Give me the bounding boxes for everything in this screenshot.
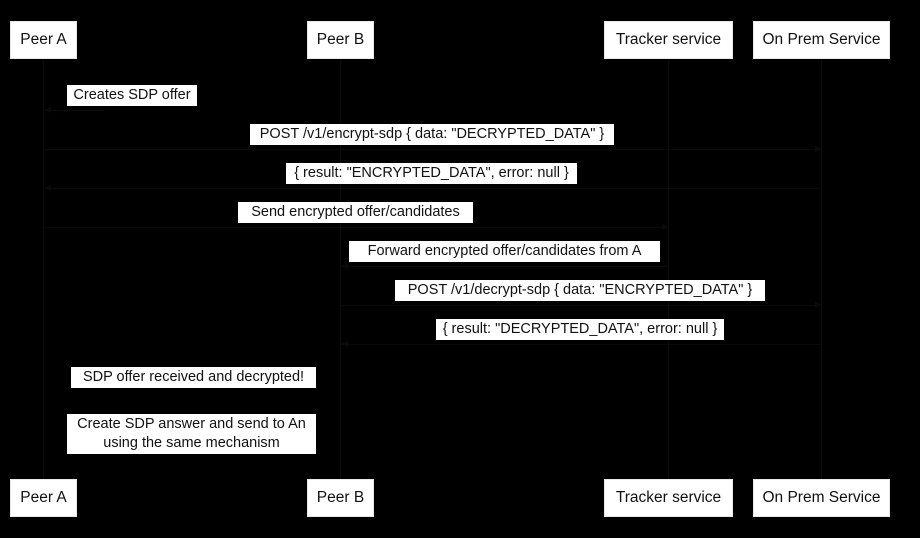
self-arrow-creates-sdp-offer	[43, 107, 104, 113]
lifeline-tracker	[668, 58, 669, 479]
arrow-decrypt-sdp-result	[340, 341, 822, 347]
arrow-post-encrypt-sdp	[43, 146, 822, 152]
participant-label: On Prem Service	[762, 31, 881, 49]
participant-label: On Prem Service	[762, 489, 881, 507]
message-label-decrypt-sdp-result: { result: "DECRYPTED_DATA", error: null …	[436, 319, 724, 340]
participant-tracker-top[interactable]: Tracker service	[604, 21, 733, 59]
participant-label: Peer A	[20, 31, 67, 49]
participant-label: Peer B	[316, 31, 365, 49]
lifeline-peer-a	[43, 58, 44, 479]
message-label-encrypt-sdp-result: { result: "ENCRYPTED_DATA", error: null …	[286, 163, 577, 184]
participant-label: Peer B	[316, 489, 365, 507]
arrow-post-decrypt-sdp	[340, 302, 822, 308]
participant-label: Peer A	[20, 489, 67, 507]
note-sdp-offer-received: SDP offer received and decrypted!	[71, 367, 316, 388]
participant-peer-a-top[interactable]: Peer A	[10, 21, 77, 59]
participant-label: Tracker service	[615, 489, 722, 507]
message-label-forward-encrypted-offer: Forward encrypted offer/candidates from …	[349, 241, 660, 262]
participant-peer-b-bottom[interactable]: Peer B	[307, 479, 374, 517]
participant-peer-a-bottom[interactable]: Peer A	[10, 479, 77, 517]
message-label-creates-sdp-offer: Creates SDP offer	[67, 85, 197, 106]
arrow-forward-encrypted-offer	[340, 263, 669, 269]
message-label-post-encrypt-sdp: POST /v1/encrypt-sdp { data: "DECRYPTED_…	[250, 124, 614, 145]
message-label-send-encrypted-offer: Send encrypted offer/candidates	[238, 202, 473, 223]
lifeline-on-prem	[821, 58, 822, 479]
note-create-sdp-answer: Create SDP answer and send to An using t…	[67, 414, 316, 454]
message-label-post-decrypt-sdp: POST /v1/decrypt-sdp { data: "ENCRYPTED_…	[395, 280, 765, 301]
participant-on-prem-bottom[interactable]: On Prem Service	[753, 479, 890, 517]
participant-on-prem-top[interactable]: On Prem Service	[753, 21, 890, 59]
participant-peer-b-top[interactable]: Peer B	[307, 21, 374, 59]
arrow-encrypt-sdp-result	[43, 185, 822, 191]
arrow-send-encrypted-offer	[43, 224, 669, 230]
participant-tracker-bottom[interactable]: Tracker service	[604, 479, 733, 517]
participant-label: Tracker service	[615, 31, 722, 49]
